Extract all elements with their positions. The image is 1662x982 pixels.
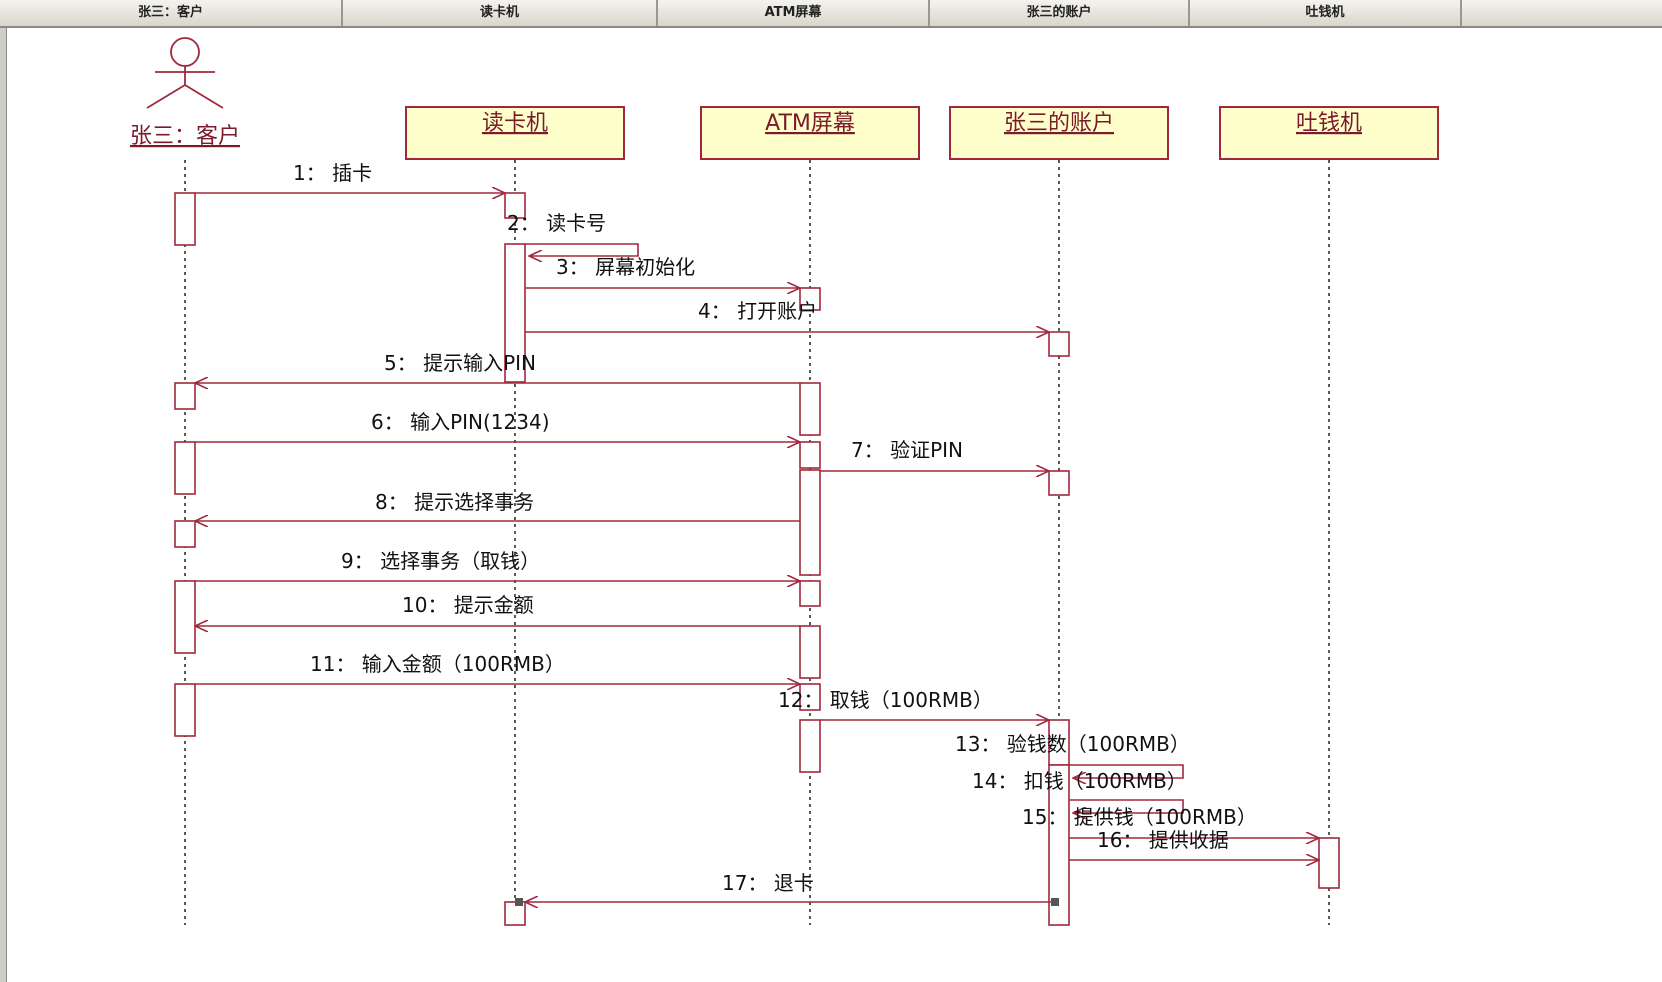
actor-label[interactable]: 张三：客户 [130,124,240,149]
object-box-dispenser[interactable]: 吐钱机 [1219,106,1439,160]
message-label[interactable]: 15： 提供钱（100RMB） [1022,805,1257,829]
message-label[interactable]: 12： 取钱（100RMB） [778,688,993,712]
activation-bar [174,683,196,737]
object-label-dispenser: 吐钱机 [1296,111,1362,136]
message-label[interactable]: 13： 验钱数（100RMB） [955,732,1190,756]
activation-bar [799,382,821,436]
activation-bar [174,520,196,548]
object-box-account[interactable]: 张三的账户 [949,106,1169,160]
column-header-bar: 张三：客户 读卡机 ATM屏幕 张三的账户 吐钱机 [0,0,1662,28]
activation-bar [174,382,196,410]
message-label[interactable]: 8： 提示选择事务 [375,490,534,514]
activation-bar [799,441,821,469]
message-arrow [1069,764,1184,778]
message-label[interactable]: 14： 扣钱（100RMB） [972,769,1187,793]
message-label[interactable]: 3： 屏幕初始化 [556,255,695,279]
object-label-account: 张三的账户 [1004,111,1114,136]
message-arrow [525,243,639,256]
object-box-screen[interactable]: ATM屏幕 [700,106,920,160]
message-label[interactable]: 17： 退卡 [722,871,814,895]
activation-bar [799,469,821,576]
message-label[interactable]: 9： 选择事务（取钱） [341,549,540,573]
actor-figure [146,37,224,109]
column-header-screen[interactable]: ATM屏幕 [658,0,930,26]
message-label[interactable]: 1： 插卡 [293,161,372,185]
message-arrow [1069,799,1184,813]
object-box-reader[interactable]: 读卡机 [405,106,625,160]
message-anchor [1051,898,1059,906]
activation-bar [174,192,196,246]
activation-bar [1048,470,1070,496]
object-label-screen: ATM屏幕 [765,111,855,136]
activation-bar [504,192,526,219]
activation-bar [799,683,821,711]
column-header-actor[interactable]: 张三：客户 [0,0,343,26]
message-label[interactable]: 2： 读卡号 [507,211,606,235]
column-header-reader[interactable]: 读卡机 [343,0,658,26]
message-anchor [515,898,523,906]
message-label[interactable]: 7： 验证PIN [851,438,963,462]
message-label[interactable]: 4： 打开账户 [698,299,817,323]
activation-bar [799,625,821,679]
message-label[interactable]: 11： 输入金额（100RMB） [310,652,565,676]
message-label[interactable]: 10： 提示金额 [402,593,534,617]
activation-bar [1048,764,1070,926]
activation-bar [1048,331,1070,357]
column-header-account[interactable]: 张三的账户 [930,0,1190,26]
activation-bar [174,580,196,654]
column-header-dispenser[interactable]: 吐钱机 [1190,0,1462,26]
message-label[interactable]: 5： 提示输入PIN [384,351,536,375]
activation-bar [799,287,821,311]
message-label[interactable]: 6： 输入PIN(1234) [371,410,550,434]
activation-bar [174,441,196,495]
activation-bar [1318,837,1340,889]
object-label-reader: 读卡机 [482,111,548,136]
activation-bar [799,580,821,607]
window-frame-left [0,28,7,982]
message-label[interactable]: 16： 提供收据 [1097,828,1229,852]
activation-bar [799,719,821,773]
activation-bar [504,243,526,383]
